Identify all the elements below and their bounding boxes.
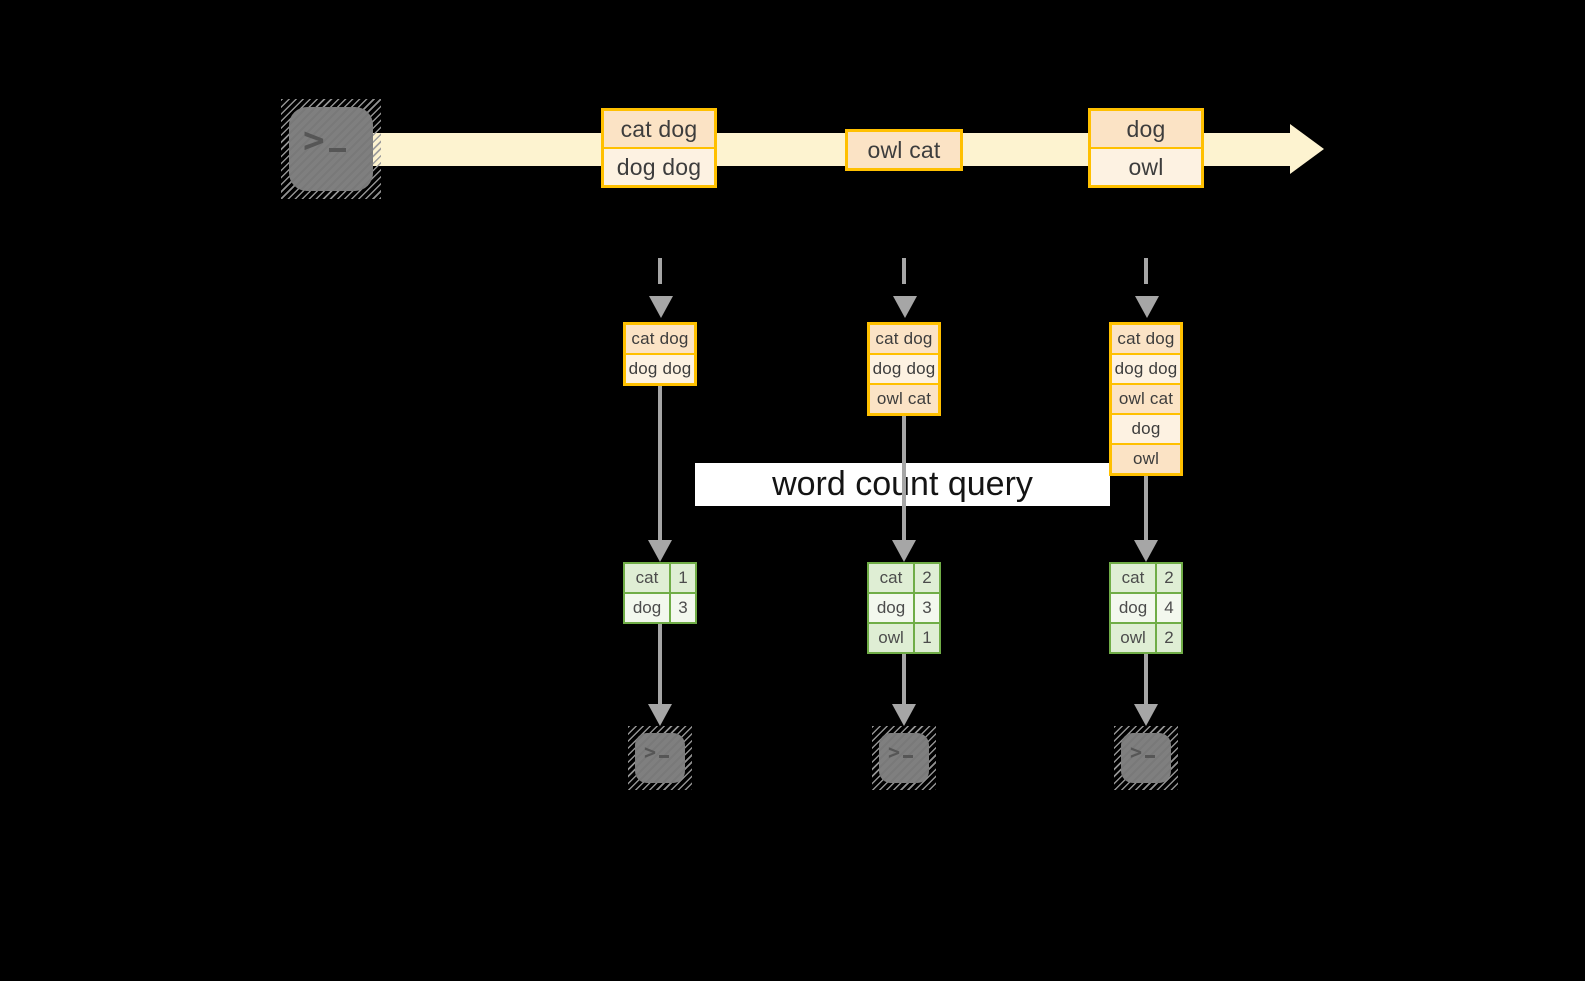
buffer-line: owl cat bbox=[1112, 383, 1180, 413]
terminal-screen: > bbox=[635, 733, 685, 783]
count-word-cell: owl bbox=[1111, 624, 1155, 652]
count-table-3: cat 2 dog 4 owl 2 bbox=[1109, 562, 1183, 654]
buffer-line: cat dog bbox=[1112, 325, 1180, 353]
output-arrow-line-1 bbox=[658, 624, 662, 706]
dashed-arrowhead-icon bbox=[649, 296, 673, 318]
count-word-cell: dog bbox=[1111, 594, 1155, 622]
stream-event-box-1: cat dog dog dog bbox=[601, 108, 717, 188]
terminal-screen: > bbox=[289, 107, 373, 191]
state-buffer-box-1: cat dog dog dog bbox=[623, 322, 697, 386]
buffer-line: dog dog bbox=[1112, 353, 1180, 383]
prompt-chevron-icon: > bbox=[1130, 740, 1143, 764]
query-arrowhead-icon bbox=[648, 540, 672, 562]
terminal-prompt-icon: > bbox=[888, 740, 914, 764]
count-word-cell: cat bbox=[625, 564, 669, 592]
terminal-consumer-icon-2: > bbox=[872, 726, 936, 790]
event-line: owl bbox=[1091, 147, 1201, 185]
terminal-prompt-icon: > bbox=[644, 740, 670, 764]
count-table-2: cat 2 dog 3 owl 1 bbox=[867, 562, 941, 654]
terminal-prompt-icon: > bbox=[1130, 740, 1156, 764]
terminal-consumer-icon-3: > bbox=[1114, 726, 1178, 790]
count-value-cell: 3 bbox=[915, 594, 939, 622]
dashed-arrowhead-icon bbox=[893, 296, 917, 318]
dashed-arrow-line-2 bbox=[902, 258, 906, 296]
count-value-cell: 3 bbox=[671, 594, 695, 622]
count-word-cell: dog bbox=[869, 594, 913, 622]
prompt-underscore-icon bbox=[1145, 755, 1156, 758]
output-arrowhead-icon bbox=[648, 704, 672, 726]
prompt-underscore-icon bbox=[659, 755, 670, 758]
dashed-arrow-line-1 bbox=[658, 258, 662, 296]
state-buffer-box-2: cat dog dog dog owl cat bbox=[867, 322, 941, 416]
count-value-cell: 4 bbox=[1157, 594, 1181, 622]
buffer-line: dog dog bbox=[870, 353, 938, 383]
dashed-arrow-line-3 bbox=[1144, 258, 1148, 296]
count-word-cell: dog bbox=[625, 594, 669, 622]
buffer-line: cat dog bbox=[870, 325, 938, 353]
count-value-cell: 2 bbox=[1157, 624, 1181, 652]
prompt-chevron-icon: > bbox=[644, 740, 657, 764]
count-value-cell: 1 bbox=[671, 564, 695, 592]
count-table-1: cat 1 dog 3 bbox=[623, 562, 697, 624]
output-arrow-line-3 bbox=[1144, 654, 1148, 706]
terminal-prompt-icon: > bbox=[303, 123, 346, 159]
terminal-screen: > bbox=[1121, 733, 1171, 783]
event-line: owl cat bbox=[848, 132, 960, 168]
count-word-cell: owl bbox=[869, 624, 913, 652]
output-arrow-line-2 bbox=[902, 654, 906, 706]
prompt-chevron-icon: > bbox=[303, 120, 325, 161]
buffer-line: owl bbox=[1112, 443, 1180, 473]
event-line: dog dog bbox=[604, 147, 714, 185]
stream-event-box-2: owl cat bbox=[845, 129, 963, 171]
event-line: dog bbox=[1091, 111, 1201, 147]
count-value-cell: 2 bbox=[1157, 564, 1181, 592]
event-line: cat dog bbox=[604, 111, 714, 147]
terminal-consumer-icon-1: > bbox=[628, 726, 692, 790]
stream-event-box-3: dog owl bbox=[1088, 108, 1204, 188]
query-arrow-line-1 bbox=[658, 386, 662, 540]
terminal-screen: > bbox=[879, 733, 929, 783]
count-word-cell: cat bbox=[869, 564, 913, 592]
output-arrowhead-icon bbox=[1134, 704, 1158, 726]
query-arrowhead-icon bbox=[1134, 540, 1158, 562]
buffer-line: dog bbox=[1112, 413, 1180, 443]
query-arrow-line-2 bbox=[902, 416, 906, 540]
prompt-underscore-icon bbox=[328, 148, 346, 152]
prompt-underscore-icon bbox=[903, 755, 914, 758]
count-word-cell: cat bbox=[1111, 564, 1155, 592]
state-buffer-box-3: cat dog dog dog owl cat dog owl bbox=[1109, 322, 1183, 476]
query-arrowhead-icon bbox=[892, 540, 916, 562]
count-value-cell: 1 bbox=[915, 624, 939, 652]
buffer-line: owl cat bbox=[870, 383, 938, 413]
dashed-arrowhead-icon bbox=[1135, 296, 1159, 318]
count-value-cell: 2 bbox=[915, 564, 939, 592]
prompt-chevron-icon: > bbox=[888, 740, 901, 764]
stream-arrowhead-icon bbox=[1290, 124, 1324, 174]
buffer-line: cat dog bbox=[626, 325, 694, 353]
terminal-source-icon: > bbox=[281, 99, 381, 199]
query-arrow-line-3 bbox=[1144, 476, 1148, 540]
output-arrowhead-icon bbox=[892, 704, 916, 726]
buffer-line: dog dog bbox=[626, 353, 694, 383]
